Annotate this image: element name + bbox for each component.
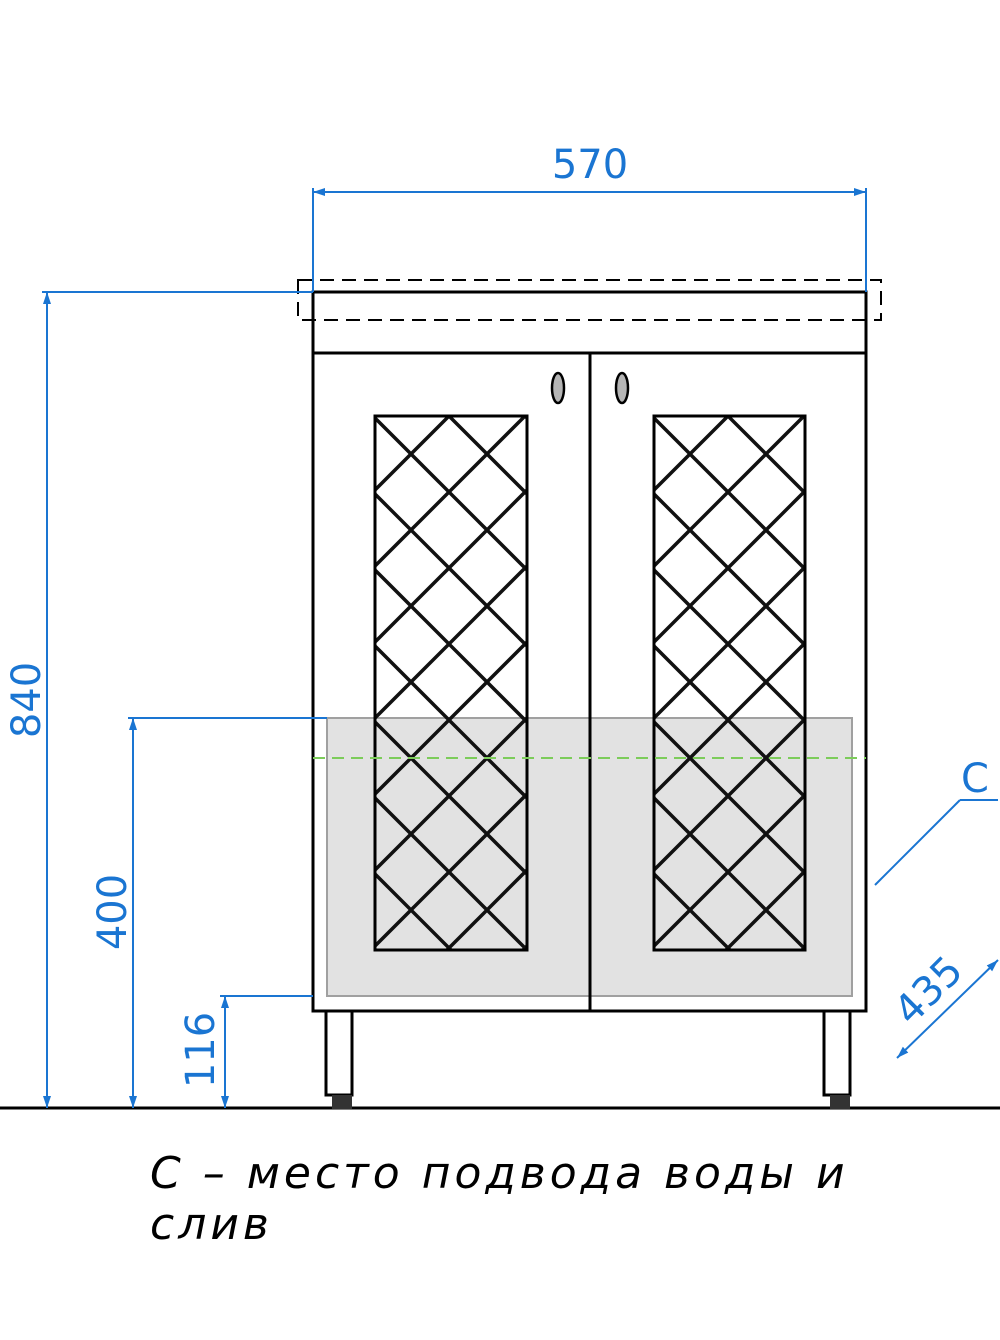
left-door-lattice <box>375 416 527 950</box>
leg-height-label: 116 <box>178 1012 224 1088</box>
right-door-lattice <box>654 416 805 950</box>
c-leader-line <box>874 799 961 886</box>
right-door-handle <box>614 371 630 405</box>
countertop <box>311 290 868 355</box>
right-leg <box>822 1009 852 1109</box>
zone-c-label: C <box>961 756 989 802</box>
depth-dimension-line <box>896 959 999 1059</box>
left-door-panel <box>373 414 529 952</box>
zone-height-label: 400 <box>90 874 136 950</box>
width-label: 570 <box>552 142 628 188</box>
height-label: 840 <box>4 662 50 738</box>
sink-outline <box>297 279 882 321</box>
right-door-panel <box>652 414 807 952</box>
caption-text: C – место подвода воды и слив <box>150 1148 849 1250</box>
left-door-handle <box>550 371 566 405</box>
depth-label: 435 <box>886 948 973 1035</box>
left-leg <box>324 1009 354 1109</box>
